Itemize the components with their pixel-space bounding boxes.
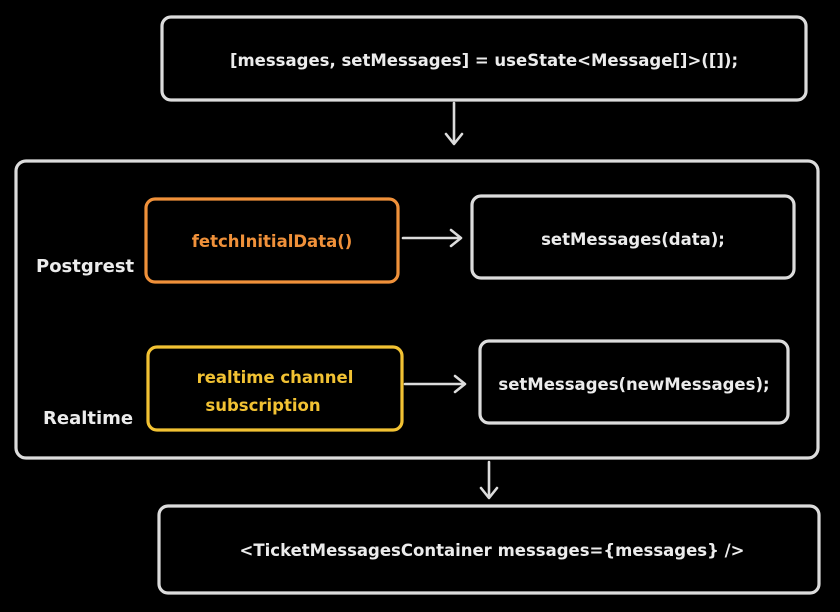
- arrow-group-to-container: [479, 460, 499, 500]
- realtime-label: Realtime: [43, 408, 133, 429]
- data-sources-group: [14, 159, 820, 460]
- arrow-realtime-to-set-new: [403, 374, 467, 394]
- ticket-messages-container-text: <TicketMessagesContainer messages={messa…: [240, 541, 745, 560]
- arrow-state-to-group: [444, 101, 464, 146]
- use-state-text: [messages, setMessages] = useState<Messa…: [230, 51, 738, 70]
- postgrest-label: Postgrest: [36, 256, 135, 277]
- ticket-messages-container-box: [157, 504, 821, 595]
- set-messages-new-text: setMessages(newMessages);: [498, 375, 769, 394]
- realtime-subscription-line1: realtime channel: [197, 368, 354, 387]
- realtime-subscription-line2: subscription: [205, 396, 320, 415]
- fetch-initial-data-box: [144, 197, 400, 284]
- arrow-fetch-to-set-data: [401, 228, 463, 248]
- set-messages-data-box: [470, 194, 796, 280]
- fetch-initial-data-text: fetchInitialData(): [192, 232, 353, 251]
- use-state-box: [160, 15, 808, 102]
- set-messages-data-text: setMessages(data);: [541, 230, 725, 249]
- set-messages-new-box: [478, 339, 790, 425]
- realtime-subscription-box: [146, 345, 404, 432]
